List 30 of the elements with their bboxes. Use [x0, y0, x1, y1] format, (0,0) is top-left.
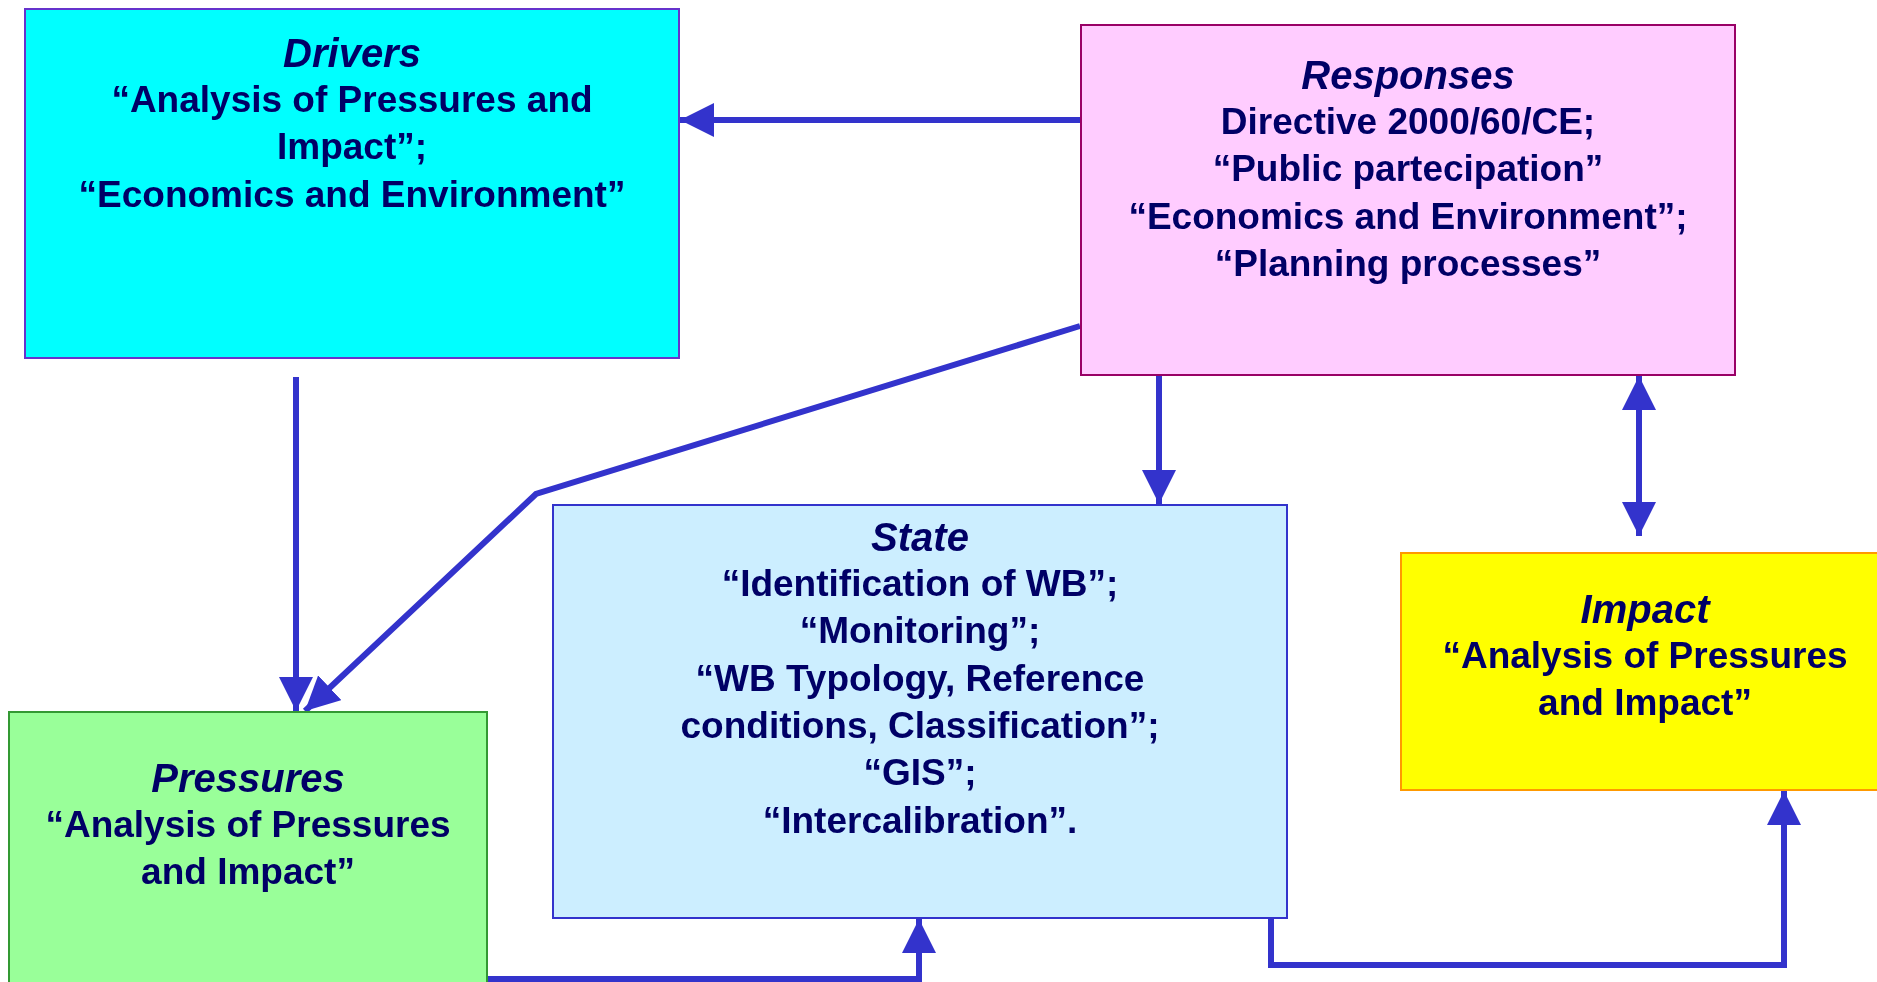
box-heading: Responses [1301, 52, 1515, 98]
arrow [1268, 791, 1801, 968]
box-text: “WB Typology, Reference conditions, Classification”; [679, 656, 1161, 749]
box-text: “Analysis of Pressures and Impact” [44, 803, 452, 895]
arrow [488, 919, 936, 982]
box-text: “Analysis of Pressures and Impact”; [110, 78, 594, 170]
arrow [680, 103, 1080, 137]
drivers-box [24, 8, 680, 359]
box-text: “Economics and Environment”; [1128, 194, 1688, 239]
box-text: “Economics and Environment” [78, 172, 626, 217]
box-heading: Drivers [283, 30, 421, 76]
impact-box [1400, 552, 1877, 791]
box-heading: State [871, 514, 969, 560]
box-text: “Intercalibration”. [762, 798, 1078, 843]
pressures-box [8, 711, 488, 982]
box-text: “GIS”; [863, 751, 977, 796]
box-text: Directive 2000/60/CE; [1220, 100, 1596, 144]
responses-box [1080, 24, 1736, 376]
box-text: “Analysis of Pressures and Impact” [1441, 634, 1849, 726]
state-box [552, 504, 1288, 919]
box-heading: Pressures [151, 755, 345, 801]
arrow [302, 323, 1081, 714]
box-text: “Public partecipation” [1212, 147, 1604, 192]
box-text: “Planning processes” [1214, 242, 1602, 287]
arrow [279, 377, 313, 711]
box-text: “Identification of WB”; [721, 562, 1119, 606]
arrow [1622, 376, 1656, 536]
arrow [1142, 376, 1176, 504]
box-text: “Monitoring”; [799, 609, 1041, 654]
box-heading: Impact [1580, 586, 1710, 632]
